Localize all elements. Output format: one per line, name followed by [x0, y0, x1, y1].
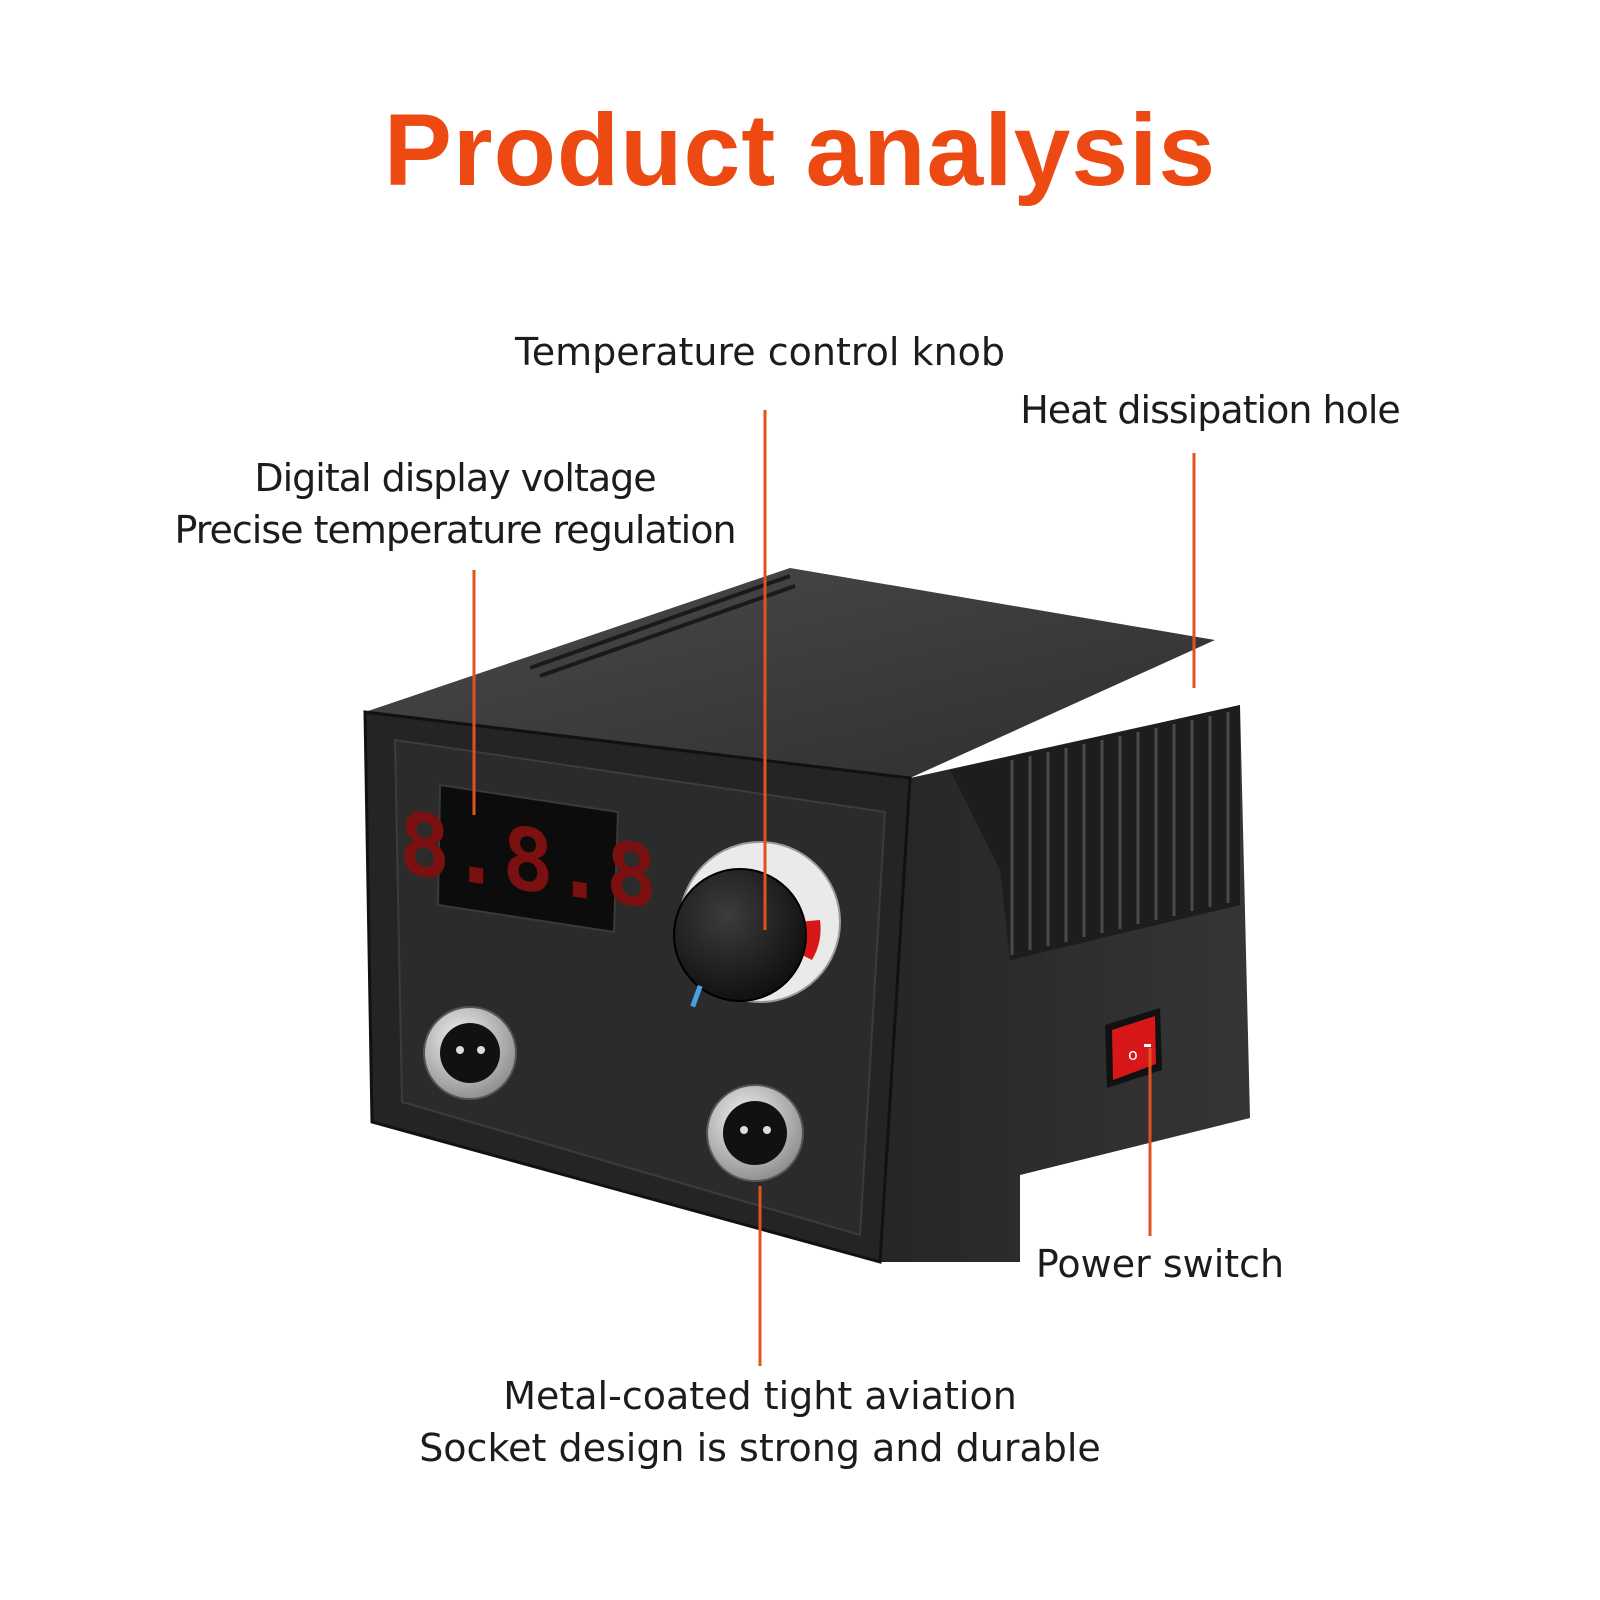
- temperature-control-knob[interactable]: [673, 841, 841, 1008]
- label-power-switch: Power switch: [1010, 1238, 1310, 1290]
- label-heat-dissipation-text: Heat dissipation hole: [1020, 388, 1401, 432]
- label-digital-display: Digital display voltage Precise temperat…: [170, 452, 740, 556]
- power-switch[interactable]: o: [1105, 1008, 1162, 1088]
- label-heat-dissipation: Heat dissipation hole: [1010, 384, 1410, 436]
- power-switch-on-mark: [1144, 1044, 1151, 1047]
- label-aviation-socket-line2: Socket design is strong and durable: [419, 1426, 1101, 1470]
- device-top-surface: [365, 568, 1215, 778]
- page-title: Product analysis: [383, 93, 1217, 207]
- aviation-socket-left[interactable]: [423, 1006, 517, 1100]
- label-power-switch-text: Power switch: [1035, 1242, 1285, 1286]
- leader-lines: [472, 410, 1196, 1366]
- rear-vent-ridges: [529, 574, 796, 678]
- knob-indicator: [690, 984, 703, 1008]
- label-temperature-knob: Temperature control knob: [490, 326, 1030, 378]
- aviation-socket-right[interactable]: [706, 1084, 804, 1182]
- heatsink-fins: [1010, 712, 1230, 955]
- label-aviation-socket-line1: Metal-coated tight aviation: [503, 1374, 1017, 1418]
- digital-display: 8.8.8: [399, 783, 657, 934]
- label-aviation-socket: Metal-coated tight aviation Socket desig…: [400, 1370, 1120, 1474]
- label-temperature-knob-text: Temperature control knob: [514, 330, 1006, 374]
- heatsink-block: [950, 705, 1240, 960]
- label-digital-display-line1: Digital display voltage: [254, 456, 656, 500]
- label-digital-display-line2: Precise temperature regulation: [174, 508, 736, 552]
- power-switch-off-mark: o: [1128, 1045, 1138, 1064]
